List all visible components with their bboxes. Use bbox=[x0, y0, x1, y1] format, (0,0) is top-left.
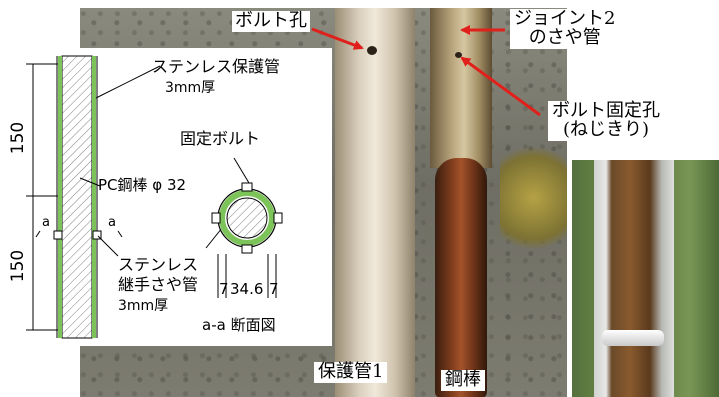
dimension-line bbox=[26, 63, 62, 331]
photo-corroded-pipe bbox=[572, 160, 719, 397]
label-steel-bar: 鋼棒 bbox=[441, 370, 485, 391]
section-mark-left: a bbox=[42, 215, 50, 230]
steel-bar-image bbox=[435, 158, 487, 397]
section-title: a-a 断面図 bbox=[202, 316, 276, 334]
section-mark-right: a bbox=[108, 215, 116, 230]
label-joint2-line1: ジョイント2 bbox=[514, 8, 616, 29]
arrow-bolt-hole bbox=[311, 27, 364, 50]
label-sleeve-line3: 3mm厚 bbox=[118, 298, 168, 314]
label-stainless-pipe: ステンレス保護管 bbox=[152, 57, 280, 76]
bolt-hole-mark bbox=[367, 46, 377, 55]
section-bolt-right bbox=[273, 212, 283, 224]
label-sleeve-line2: 継手さや管 bbox=[118, 275, 198, 294]
label-joint2-line2: のさや管 bbox=[528, 26, 601, 48]
sleeve-right bbox=[92, 56, 96, 338]
label-fixing-hole-line1: ボルト固定孔 bbox=[552, 100, 660, 121]
bolt-left bbox=[53, 230, 63, 240]
protection-pipe-image bbox=[335, 8, 415, 397]
fixing-hole-mark bbox=[455, 52, 462, 58]
label-sleeve-line1: ステンレス bbox=[118, 255, 198, 274]
pc-bar-section bbox=[61, 55, 93, 339]
cross-section bbox=[211, 182, 283, 254]
section-bolt-bottom bbox=[241, 244, 253, 254]
label-bolt-hole: ボルト孔 bbox=[232, 11, 310, 32]
section-bolt-top bbox=[241, 182, 253, 192]
dim-middle-label: 34.6 bbox=[230, 280, 263, 298]
label-joint2: ジョイント2 のさや管 bbox=[510, 8, 620, 49]
corroded-pipe-image bbox=[594, 160, 674, 397]
dim-upper-label: 150 bbox=[8, 122, 28, 154]
label-protection-pipe: 保護管1 bbox=[314, 362, 388, 383]
moss-patch bbox=[500, 138, 567, 258]
label-fixing-bolt: 固定ボルト bbox=[180, 129, 260, 148]
section-dimensions bbox=[217, 254, 277, 298]
sleeve-left bbox=[58, 56, 62, 338]
technical-drawing: 150 150 a a ステンレス保護管 3mm厚 固定ボルト PC鋼棒 φ 3… bbox=[8, 55, 283, 339]
dim-right-label: 7 bbox=[269, 280, 279, 298]
section-bolt-left bbox=[211, 212, 221, 224]
label-stainless-pipe-thickness: 3mm厚 bbox=[165, 80, 215, 96]
label-fixing-hole: ボルト固定孔 (ねじきり) bbox=[548, 101, 664, 141]
label-fixing-hole-line2: (ねじきり) bbox=[562, 118, 650, 140]
dim-left-label: 7 bbox=[219, 280, 229, 298]
arrow-fixing-hole bbox=[460, 56, 541, 117]
drawing-panel: 150 150 a a ステンレス保護管 3mm厚 固定ボルト PC鋼棒 φ 3… bbox=[0, 48, 332, 346]
bolt-right bbox=[92, 230, 102, 240]
corroded-pipe-wrap bbox=[602, 330, 664, 346]
label-pc-bar: PC鋼棒 φ 32 bbox=[98, 176, 186, 194]
dim-lower-label: 150 bbox=[8, 250, 28, 282]
